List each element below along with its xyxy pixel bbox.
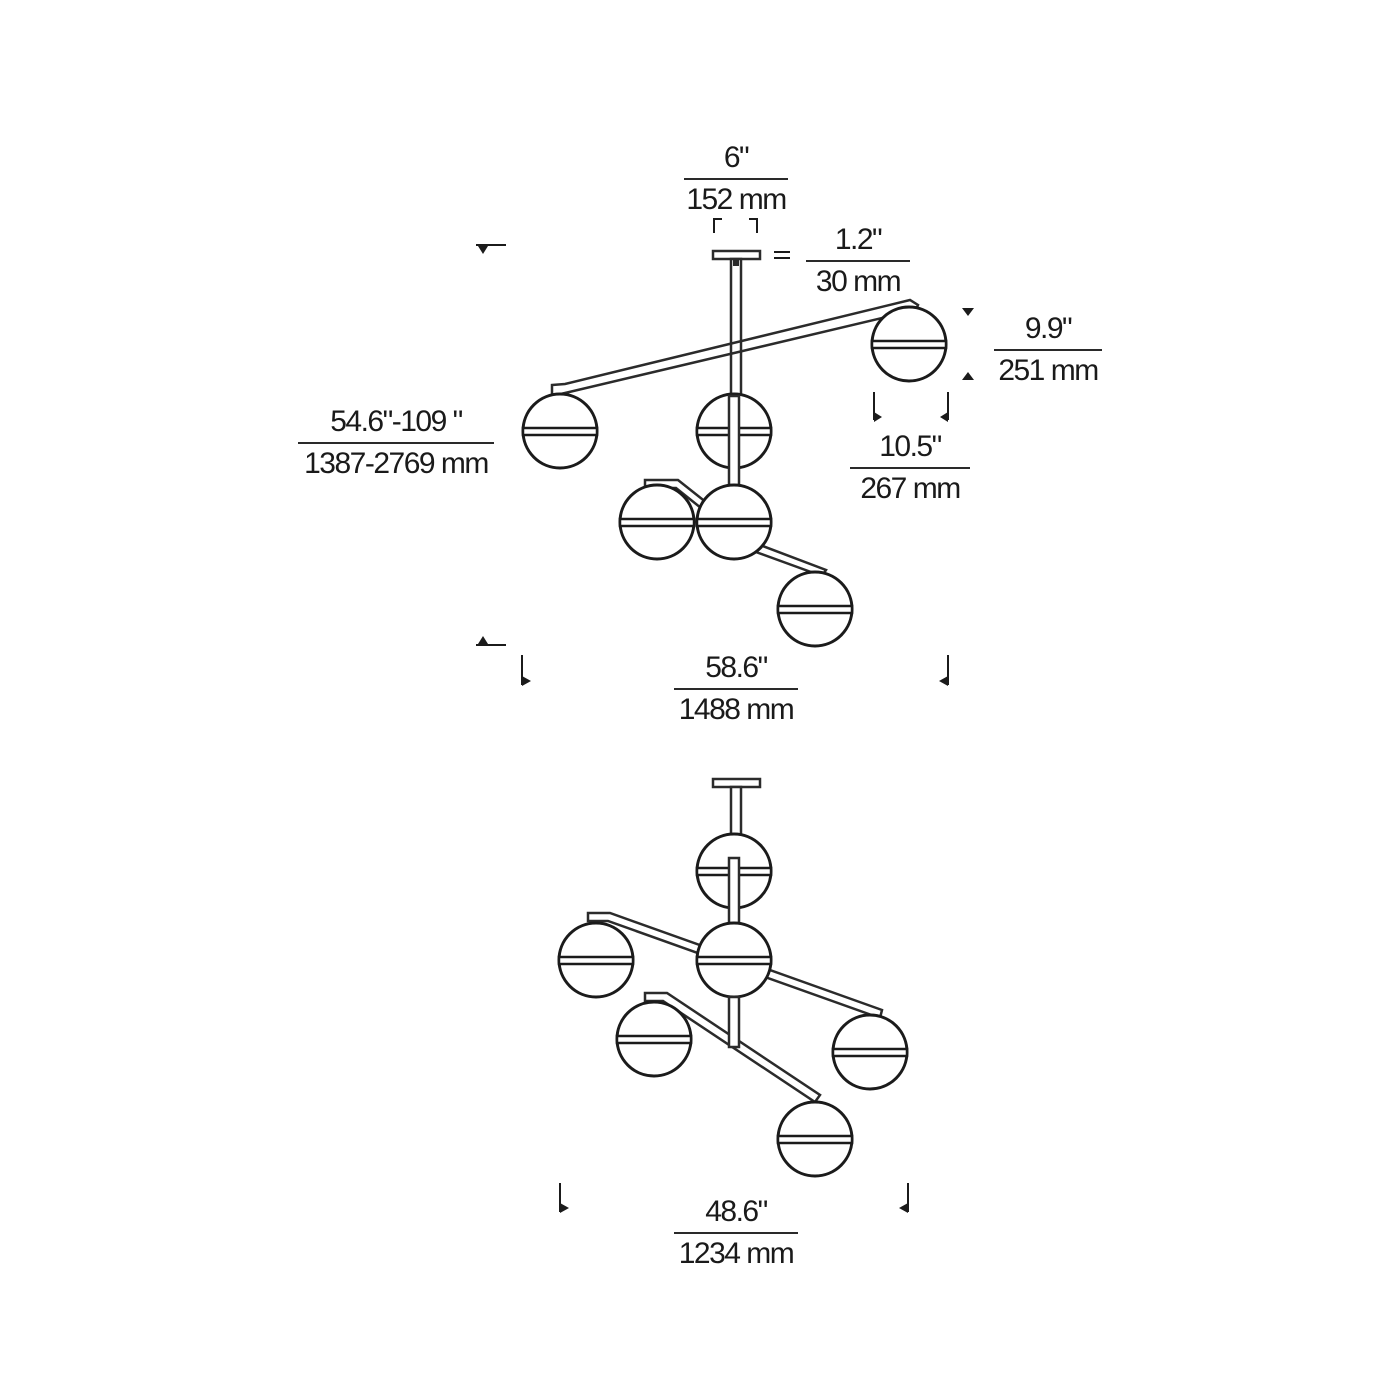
shade-width-imperial: 10.5" (850, 429, 970, 469)
canopy-width-metric: 152 mm (686, 183, 787, 216)
shade-height-imperial: 9.9" (994, 311, 1102, 351)
side-width-metric: 1234 mm (678, 1237, 795, 1270)
side-width-imperial: 48.6" (674, 1194, 798, 1234)
front-shade-center (695, 392, 773, 490)
side-shade-bottom (776, 1100, 854, 1178)
front-shade-left (521, 392, 599, 470)
shade-height-ticks (962, 308, 974, 380)
side-shade-center (695, 921, 773, 1049)
overall-height-label: 54.6"-109 " 1387-2769 mm (298, 404, 494, 482)
front-shade-lower-left (618, 483, 696, 561)
front-width-imperial: 58.6" (674, 650, 798, 690)
shade-height-metric: 251 mm (998, 354, 1099, 387)
front-width-metric: 1488 mm (678, 693, 795, 726)
side-width-ticks (559, 1183, 909, 1213)
canopy-height-label: 1.2" 30 mm (806, 222, 910, 300)
front-stem (729, 257, 743, 401)
overall-height-imperial: 54.6"-109 " (298, 404, 494, 444)
side-shade-top (695, 832, 773, 930)
canopy-height-ticks (774, 251, 790, 259)
side-view (557, 777, 909, 1213)
overall-height-ticks (476, 244, 506, 646)
front-shade-right-top (870, 305, 948, 383)
canopy-width-imperial: 6" (684, 140, 788, 180)
canopy-height-metric: 30 mm (815, 265, 902, 298)
canopy-height-imperial: 1.2" (806, 222, 910, 262)
front-width-ticks (521, 655, 949, 686)
canopy-width-label: 6" 152 mm (684, 140, 788, 218)
shade-width-metric: 267 mm (860, 472, 961, 505)
side-shade-right (831, 1013, 909, 1091)
front-width-label: 58.6" 1488 mm (674, 650, 798, 728)
front-shade-bottom-right (776, 570, 854, 648)
shade-height-label: 9.9" 251 mm (994, 311, 1102, 389)
side-shade-lower-left (615, 1000, 693, 1078)
shade-width-label: 10.5" 267 mm (850, 429, 970, 507)
side-width-label: 48.6" 1234 mm (674, 1194, 798, 1272)
side-shade-left (557, 921, 635, 999)
overall-height-metric: 1387-2769 mm (304, 447, 489, 480)
canopy-width-ticks (713, 218, 758, 233)
shade-width-ticks (873, 392, 949, 422)
front-view (476, 218, 974, 686)
front-shade-lower-center (695, 483, 773, 561)
